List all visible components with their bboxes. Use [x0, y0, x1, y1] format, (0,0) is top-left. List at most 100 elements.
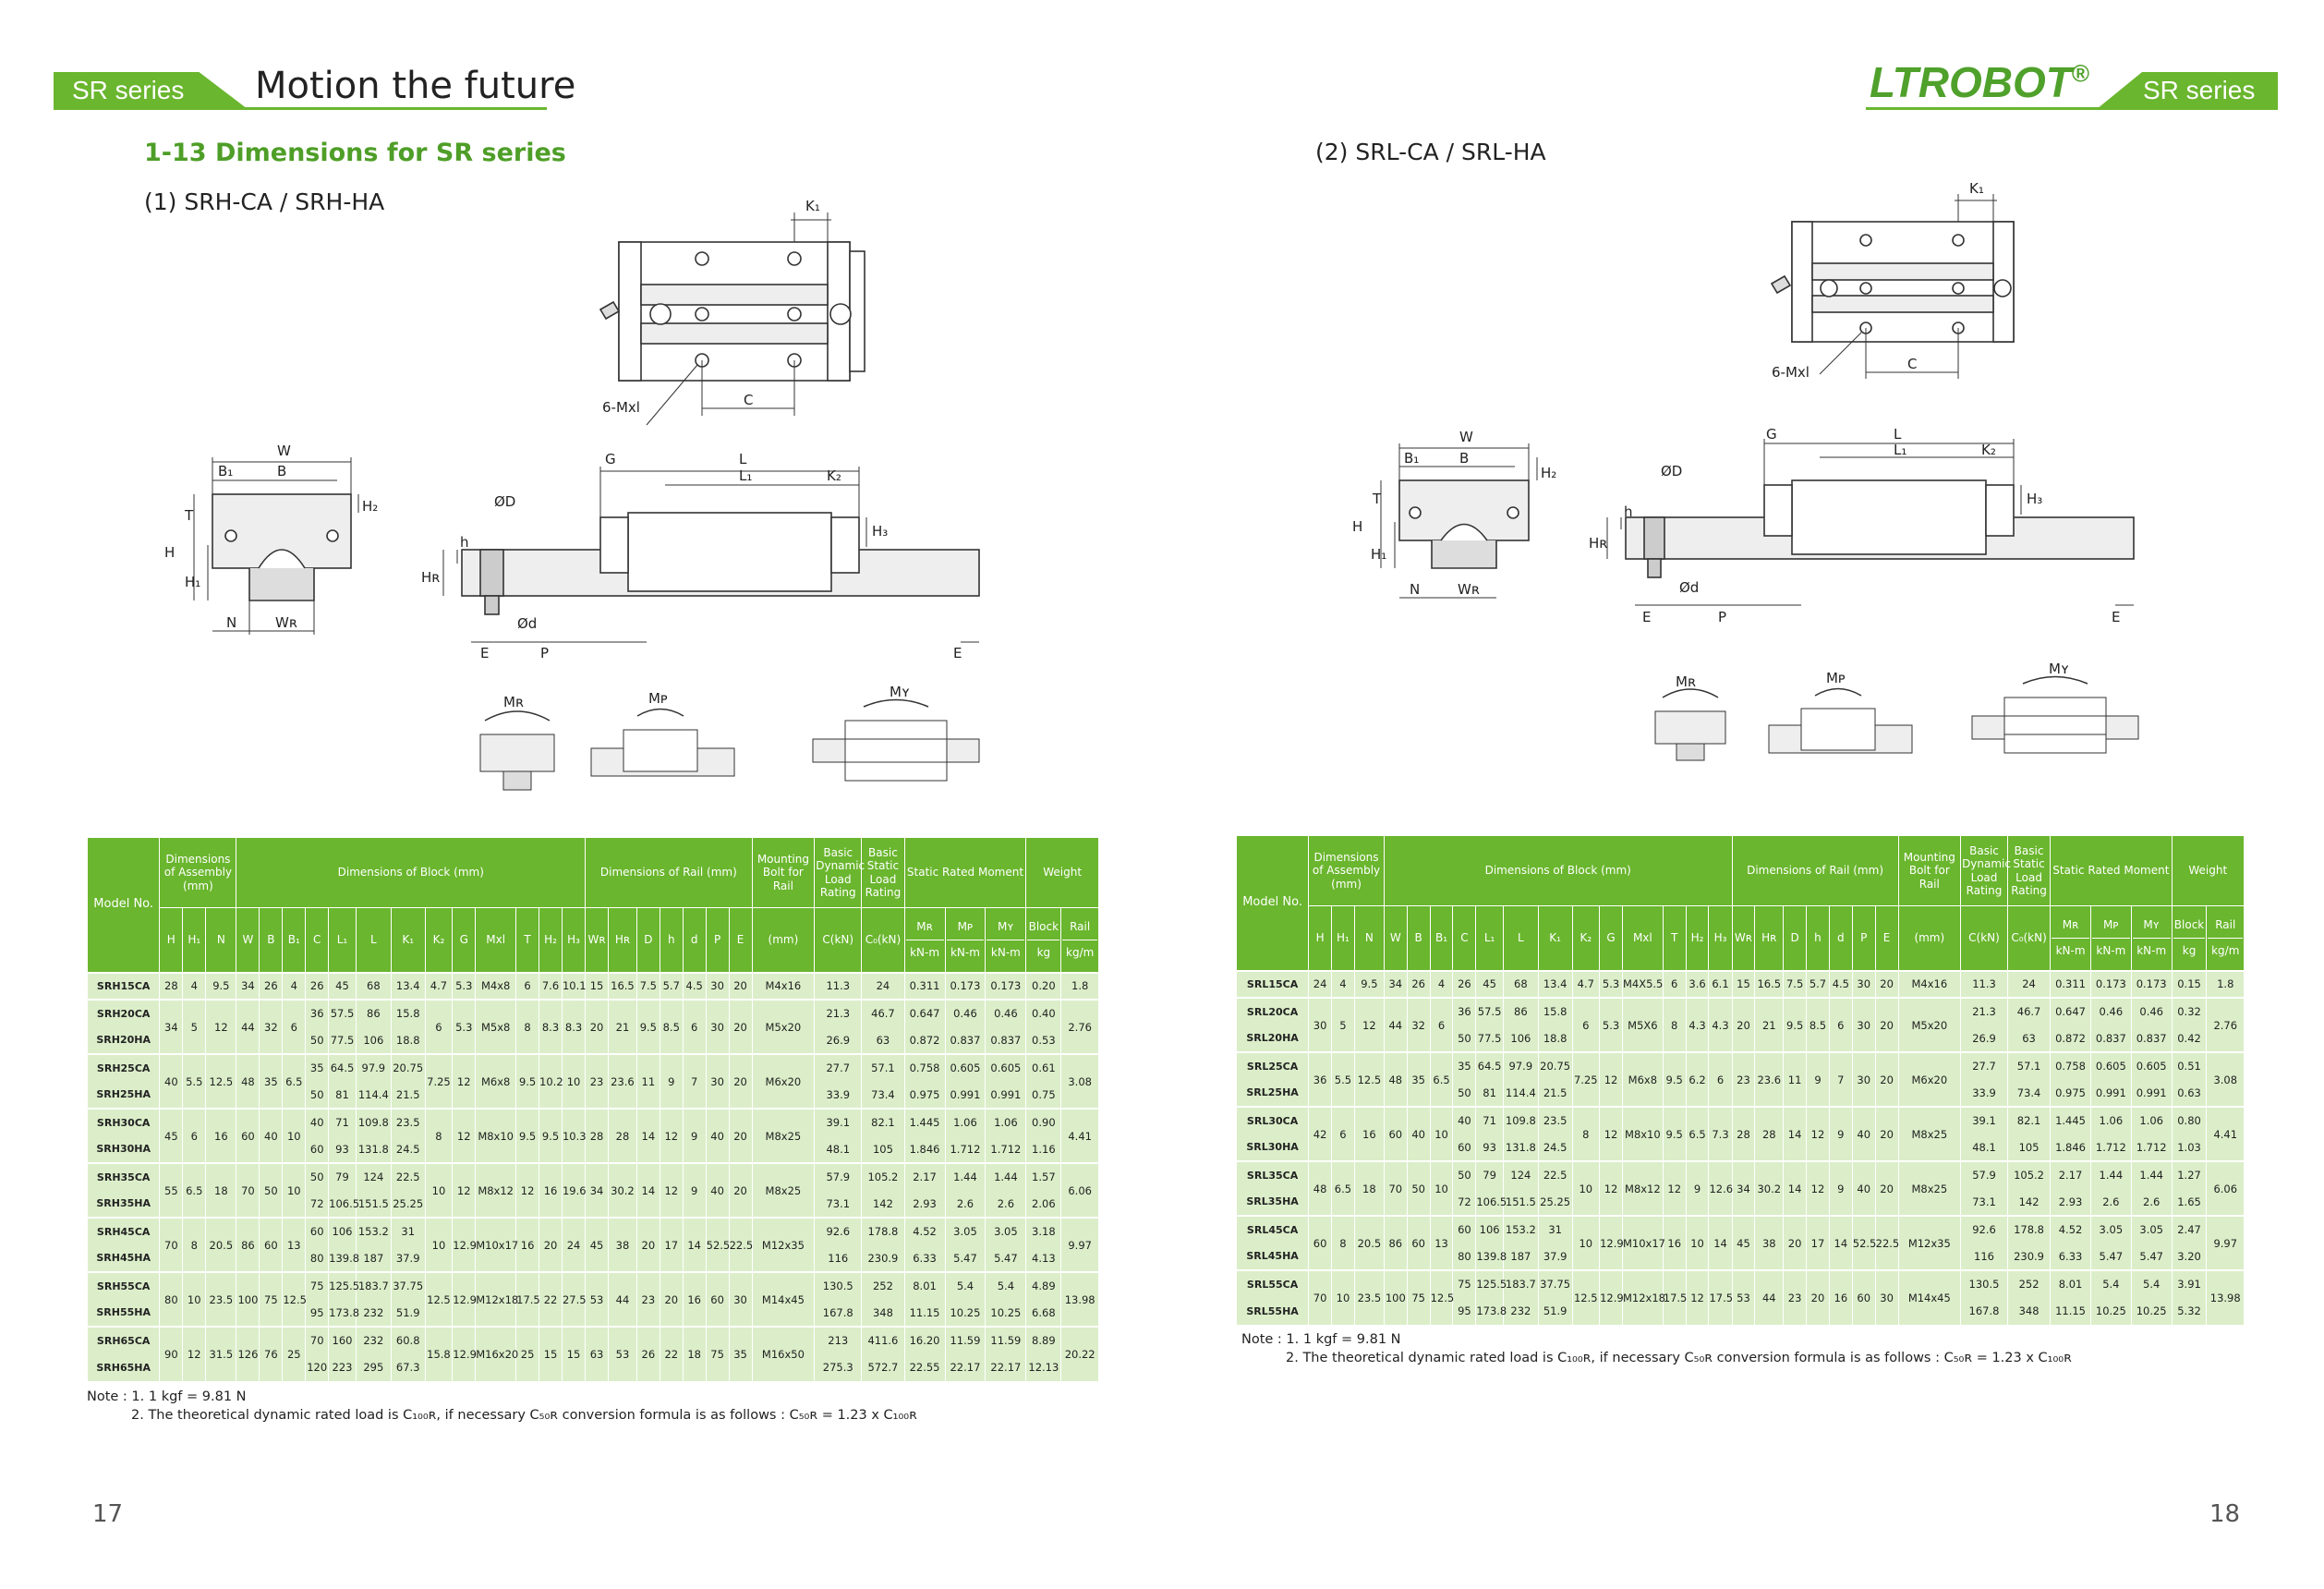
- table-cell: 20: [1783, 1215, 1808, 1270]
- table-cell: 105: [861, 1135, 905, 1163]
- table-cell: 35: [728, 1326, 753, 1381]
- table-cell: M8x10: [475, 1108, 517, 1163]
- table-cell: M8x12: [475, 1162, 517, 1218]
- table-cell: 18.8: [390, 1026, 426, 1054]
- table-cell: 40: [1452, 1106, 1477, 1134]
- table-cell: 116: [814, 1244, 863, 1272]
- section-title: 1-13 Dimensions for SR series: [144, 139, 566, 167]
- table-cell: 7.6: [539, 971, 563, 1000]
- table-cell: 7: [1828, 1051, 1853, 1107]
- table-cell: 3.08: [1060, 1053, 1099, 1109]
- label-b-right: B: [1459, 450, 1469, 467]
- model-cell: SRL35HA: [1235, 1188, 1310, 1216]
- label-l1-right: L₁: [1894, 442, 1906, 458]
- table-cell: 232: [355, 1326, 392, 1354]
- table-cell: 4: [182, 971, 207, 1000]
- table-cell: 11.3: [814, 971, 863, 1000]
- th-col: K₂: [424, 907, 454, 973]
- table-cell: 12: [452, 1108, 477, 1163]
- note-left: Note : 1. 1 kgf = 9.81 N 2. The theoreti…: [87, 1388, 917, 1425]
- table-cell: 30: [728, 1271, 753, 1327]
- table-cell: 12.9: [1599, 1215, 1624, 1270]
- table-cell: 48.1: [814, 1135, 863, 1163]
- table-cell: 223: [328, 1353, 357, 1381]
- table-cell: 57.5: [1475, 997, 1504, 1025]
- table-cell: 9.5: [515, 1053, 540, 1109]
- label-n-right: N: [1410, 581, 1420, 598]
- th-col: (mm): [1897, 905, 1962, 971]
- label-g: G: [605, 451, 616, 467]
- table-cell: 25: [282, 1326, 307, 1381]
- table-cell: 1.57: [1025, 1162, 1062, 1191]
- header-title: Motion the future: [255, 65, 576, 107]
- table-cell: 12: [1685, 1269, 1710, 1325]
- table-cell: 20: [728, 1053, 753, 1109]
- table-cell: 45: [159, 1108, 184, 1163]
- table-cell: 3.20: [2171, 1243, 2208, 1270]
- table-cell: 139.8: [328, 1244, 359, 1272]
- table-cell: 21: [1754, 997, 1785, 1052]
- table-cell: 2.6: [985, 1190, 1027, 1218]
- table-cell: 9.5: [635, 999, 660, 1054]
- table-cell: 1.445: [2050, 1106, 2091, 1134]
- table-cell: 213: [814, 1326, 863, 1354]
- table-cell: 25.25: [1537, 1188, 1573, 1216]
- table-cell: 23: [635, 1271, 660, 1327]
- label-l1: L₁: [739, 467, 752, 484]
- label-bolt-right: 6-Mxl: [1772, 364, 1810, 381]
- table-cell: M8x10: [1621, 1106, 1664, 1161]
- table-cell: 68: [355, 971, 392, 1000]
- table-cell: 64.5: [328, 1053, 357, 1082]
- table-cell: 10.25: [2089, 1297, 2132, 1325]
- table-cell: 79: [1475, 1160, 1504, 1189]
- table-cell: 8: [515, 999, 540, 1054]
- table-cell: 12: [1353, 997, 1385, 1052]
- th-rail: Dimensions of Rail (mm): [585, 837, 753, 908]
- table-cell: 10.25: [985, 1299, 1027, 1327]
- model-cell: SRL55CA: [1235, 1269, 1310, 1298]
- table-cell: M10x17: [1621, 1215, 1665, 1270]
- table-cell: 35: [259, 1053, 284, 1109]
- table-cell: 80: [159, 1271, 184, 1327]
- th-col: L: [355, 907, 392, 973]
- table-cell: 106.5: [1475, 1188, 1507, 1216]
- table-cell: 2.6: [944, 1190, 986, 1218]
- table-cell: 40: [1851, 1160, 1876, 1216]
- table-cell: 60: [1383, 1106, 1408, 1161]
- label-b1: B₁: [218, 463, 233, 479]
- table-cell: 124: [1502, 1160, 1539, 1189]
- table-cell: 31.5: [205, 1326, 237, 1381]
- table-cell: 13.4: [390, 971, 426, 1000]
- table-cell: 0.46: [944, 999, 986, 1027]
- table-cell: M5x8: [475, 999, 517, 1054]
- table-cell: 27.7: [814, 1053, 863, 1082]
- table-cell: 27.5: [561, 1271, 587, 1327]
- th-col: h: [659, 907, 684, 973]
- table-cell: 12: [452, 1162, 477, 1218]
- table-cell: 16: [1828, 1269, 1853, 1325]
- table-cell: 1.846: [2050, 1134, 2091, 1161]
- table-cell: 90: [159, 1326, 184, 1381]
- model-cell: SRH15CA: [86, 971, 161, 1000]
- table-cell: 4.3: [1685, 997, 1710, 1052]
- table-cell: 11.59: [985, 1326, 1027, 1354]
- table-cell: 34: [585, 1162, 610, 1218]
- th-block: Dimensions of Block (mm): [236, 837, 587, 908]
- table-cell: 12.9: [452, 1217, 477, 1272]
- table-cell: 5.47: [2089, 1243, 2132, 1270]
- th-assembly-r: Dimensions of Assembly (mm): [1308, 835, 1385, 906]
- table-cell: M6x20: [1897, 1051, 1962, 1107]
- table-cell: 86: [1383, 1215, 1408, 1270]
- table-cell: 7.5: [635, 971, 660, 1000]
- table-cell: 9.5: [515, 1108, 540, 1163]
- label-h-small-right: h: [1624, 503, 1633, 520]
- table-cell: 30: [1851, 997, 1876, 1052]
- table-cell: 0.46: [985, 999, 1027, 1027]
- table-cell: 0.90: [1025, 1108, 1062, 1136]
- table-cell: M14x45: [1897, 1269, 1962, 1325]
